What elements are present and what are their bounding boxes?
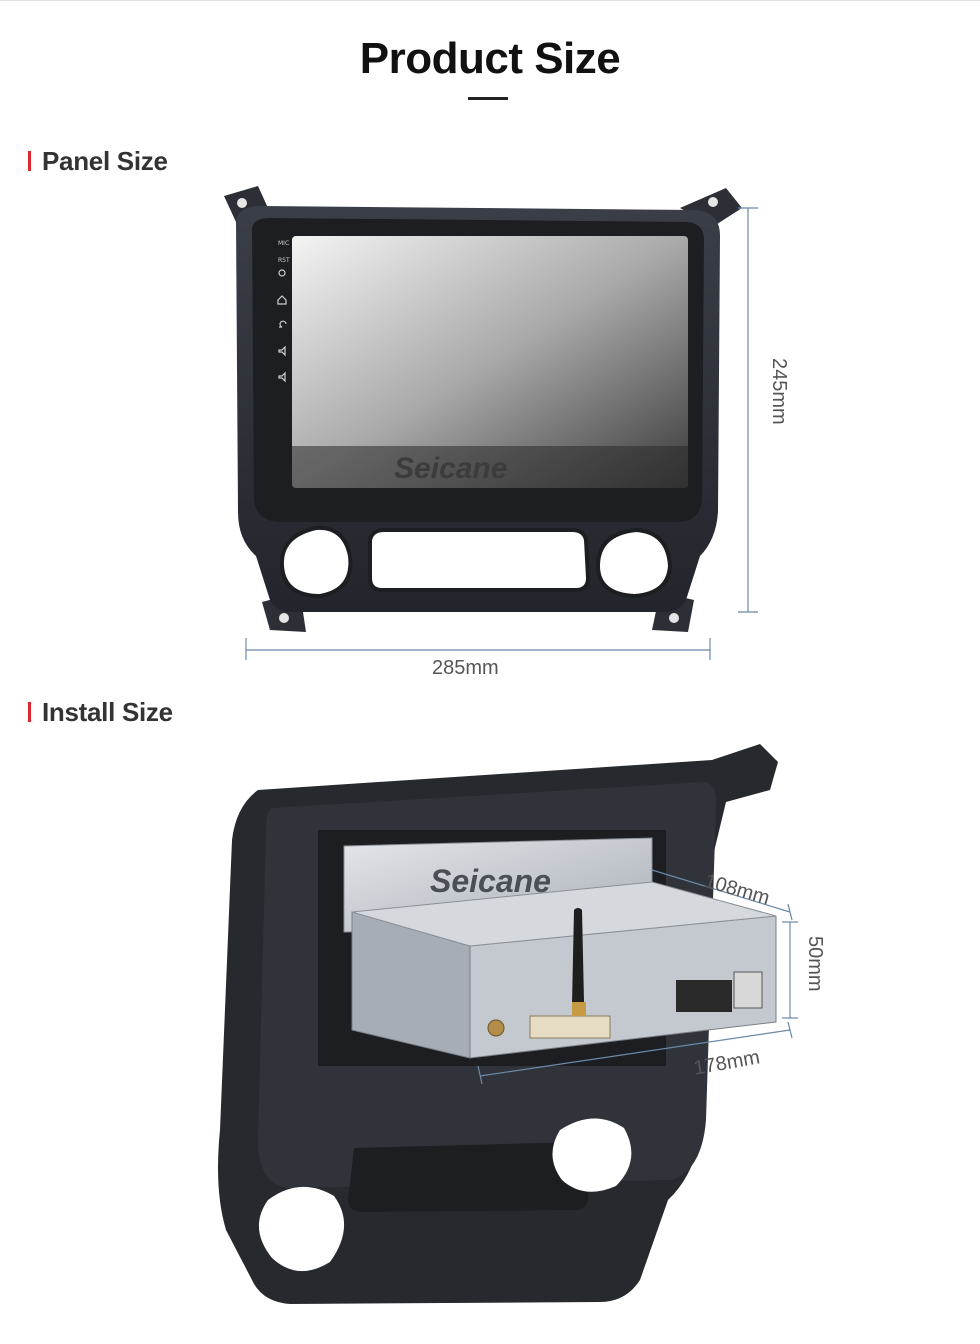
screen-bottom-shade bbox=[292, 446, 688, 488]
mic-icon: MIC bbox=[278, 240, 289, 247]
round-connector bbox=[487, 1019, 505, 1037]
panel-size-title: Panel Size bbox=[42, 145, 168, 176]
black-connector bbox=[676, 980, 732, 1012]
side-buttons: MIC RST bbox=[277, 240, 290, 383]
usb-port-icon bbox=[733, 971, 763, 1009]
volume-up-icon bbox=[278, 345, 286, 357]
harness-connector bbox=[529, 1015, 611, 1039]
panel-dimension-lines bbox=[245, 207, 758, 660]
panel-size-heading: Panel Size bbox=[28, 146, 168, 176]
chassis-top-edge bbox=[351, 881, 777, 947]
title-underline bbox=[468, 97, 508, 100]
install-size-heading: Install Size bbox=[28, 697, 173, 727]
install-dimension-lines bbox=[477, 869, 798, 1085]
display-screen bbox=[292, 236, 688, 488]
mount-hole bbox=[237, 198, 247, 208]
install-size-title: Install Size bbox=[42, 696, 173, 727]
install-height-label: 50mm bbox=[804, 936, 826, 992]
center-rear-opening bbox=[348, 1142, 590, 1212]
panel-height-label: 245mm bbox=[768, 358, 790, 425]
panel-width-label: 285mm bbox=[432, 657, 499, 679]
left-knob-opening bbox=[279, 525, 353, 599]
mount-tab-top-right bbox=[680, 188, 742, 226]
install-width-dimension-line bbox=[479, 1029, 791, 1077]
top-divider bbox=[0, 0, 980, 1]
rst-icon: RST bbox=[278, 257, 290, 264]
antenna-base bbox=[572, 1002, 586, 1016]
panel-front-view: MIC RST Seicane bbox=[224, 186, 742, 632]
section-accent-bar bbox=[28, 702, 31, 722]
page-title: Product Size bbox=[359, 34, 621, 83]
volume-down-icon bbox=[278, 371, 286, 383]
mount-hole bbox=[669, 613, 679, 623]
depth-dimension-line bbox=[651, 869, 791, 913]
brand-logo-panel: Seicane bbox=[394, 452, 507, 485]
install-rear-view: Seicane bbox=[218, 744, 778, 1304]
left-rear-opening bbox=[258, 1186, 345, 1272]
section-accent-bar bbox=[28, 151, 31, 171]
power-icon bbox=[278, 269, 286, 277]
home-icon bbox=[277, 295, 287, 305]
brand-logo-chassis: Seicane bbox=[430, 863, 551, 899]
antenna-icon bbox=[572, 908, 584, 1004]
mount-hole bbox=[279, 613, 289, 623]
right-rear-opening bbox=[552, 1118, 632, 1192]
center-control-opening bbox=[368, 528, 591, 592]
right-knob-opening bbox=[595, 527, 673, 599]
back-icon bbox=[279, 320, 287, 328]
mount-hole bbox=[708, 197, 718, 207]
